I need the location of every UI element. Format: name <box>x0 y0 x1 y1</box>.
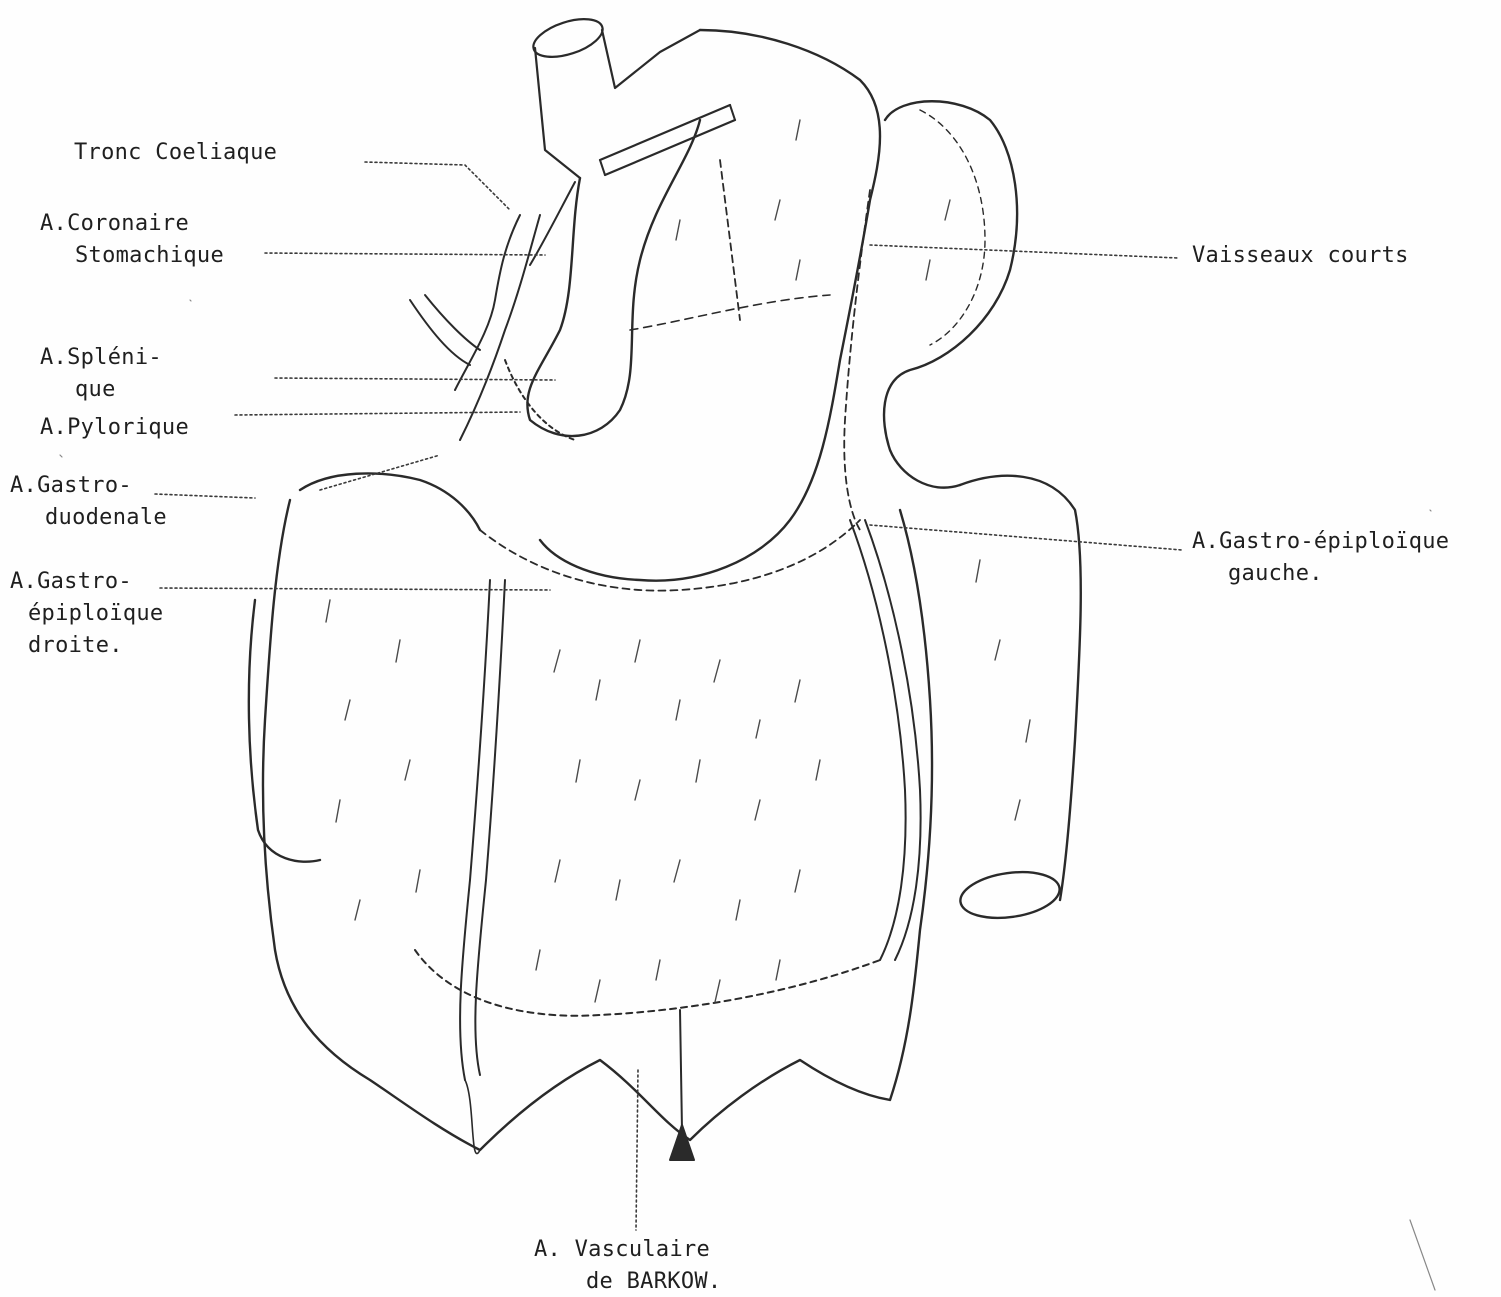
leader-coronaire <box>265 253 545 255</box>
stomach-outline <box>527 30 880 581</box>
label-splenique: A.Spléni- que <box>40 342 162 406</box>
label-pylorique: A.Pylorique <box>40 412 189 444</box>
label-coronaire-stomachique: A.Coronaire Stomachique <box>40 208 224 272</box>
leader-gastro-epiploique-droite <box>160 588 550 590</box>
leader-lines <box>155 162 1182 1230</box>
label-vasculaire-barkow: A. Vasculaire de BARKOW. <box>534 1234 721 1297</box>
transverse-colon-outline <box>249 476 1081 924</box>
leader-pylorique <box>235 412 520 415</box>
leader-vaisseaux-courts <box>870 245 1178 258</box>
greater-omentum-outline <box>263 473 932 1153</box>
label-tronc-coeliaque: Tronc Coeliaque <box>74 137 277 169</box>
scan-specks <box>60 300 1435 1290</box>
leader-gastro-epiploique-gauche <box>870 525 1182 550</box>
leader-tronc-coeliaque <box>365 162 510 210</box>
label-gastro-duodenale: A.Gastro- duodenale <box>10 470 167 534</box>
barkow-vessel <box>670 1010 694 1160</box>
greater-curvature-vessels <box>480 160 870 591</box>
label-vaisseaux-courts: Vaisseaux courts <box>1192 240 1409 272</box>
omentum-texture <box>326 120 1030 1002</box>
spleen-outline <box>884 101 1017 487</box>
label-gastro-epiploique-gauche: A.Gastro-épiploïque gauche. <box>1192 526 1449 590</box>
label-gastro-epiploique-droite: A.Gastro- épiploïque droite. <box>10 566 163 662</box>
epiploic-arcade <box>415 520 921 1080</box>
